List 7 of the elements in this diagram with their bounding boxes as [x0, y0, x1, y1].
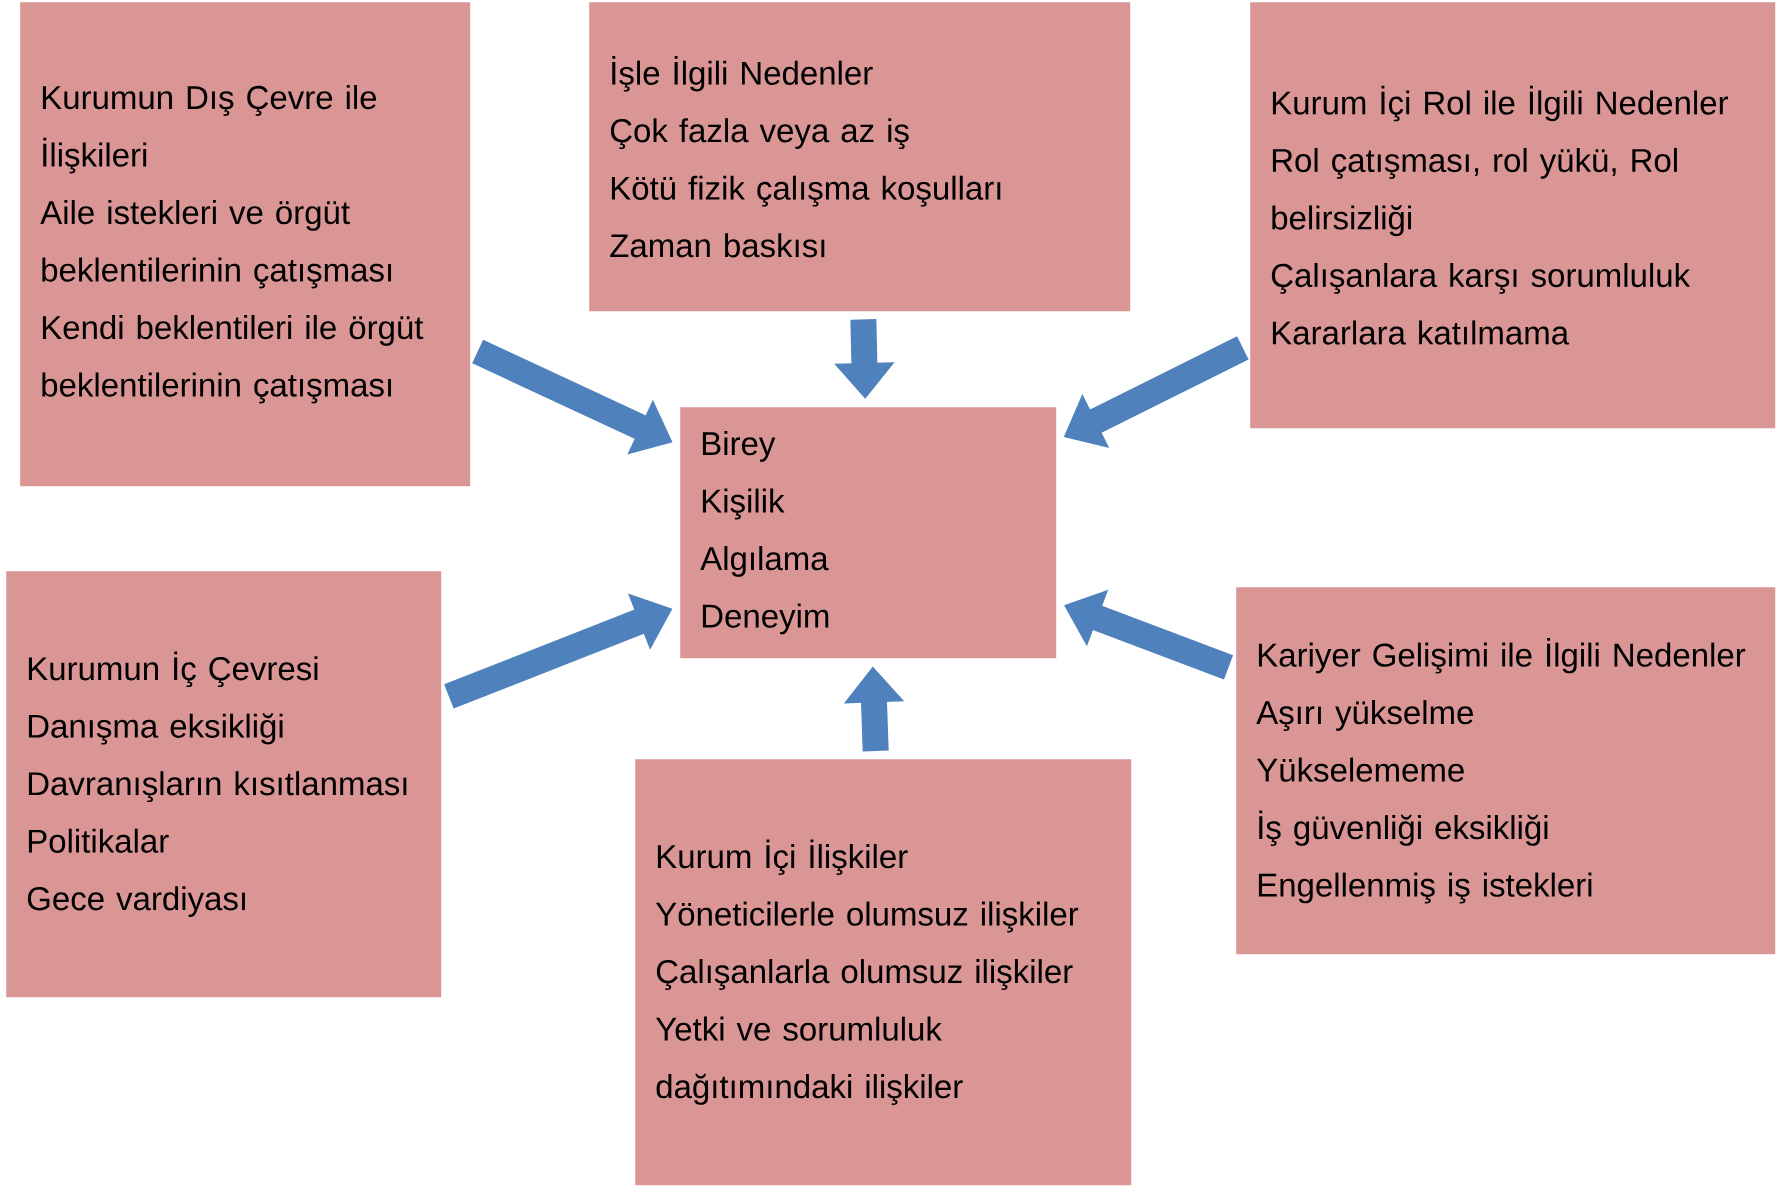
- text-box: İşle İlgili Nedenler Çok fazla veya az iş Kötü fizik çalışma koşulları Zaman baskısı: [589, 2, 1131, 312]
- text-box: Kurum İçi İlişkiler Yöneticilerle olumsuz ilişkiler Çalışanlarla olumsuz ilişkiler Yetki ve sorumluluk dağıtımındaki ilişkiler: [635, 759, 1132, 1186]
- text-box: Kurum İçi Rol ile İlgili Nedenler Rol çatışması, rol yükü, Rol belirsizliği Çalışanlara karşı sorumluluk Kararlara katılmama: [1250, 2, 1776, 429]
- text-box: Kurumun İç Çevresi Danışma eksikliği Davranışların kısıtlanması Politikalar Gece vardiyası: [6, 571, 442, 998]
- text-box: Birey Kişilik Algılama Deneyim: [680, 407, 1057, 659]
- text-box: Kurumun Dış Çevre ile İlişkileri Aile istekleri ve örgüt beklentilerinin çatışması Kendi beklentileri ile örgüt beklentilerinin çatışması: [20, 2, 471, 487]
- text-box: Kariyer Gelişimi ile İlgili Nedenler Aşırı yükselme Yükselememe İş güvenliği eksikliği Engellenmiş iş istekleri: [1236, 587, 1776, 955]
